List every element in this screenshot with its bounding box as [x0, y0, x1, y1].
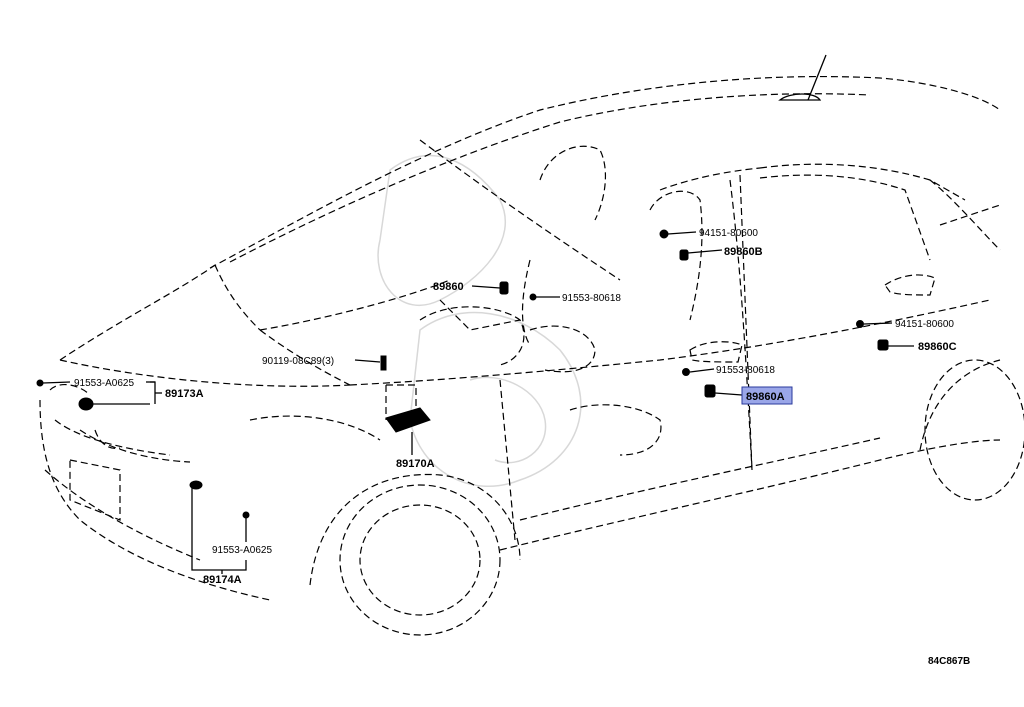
label-91553-A0625-b: 91553-A0625 [212, 545, 272, 556]
label-89860: 89860 [433, 281, 464, 293]
label-90119-08C89: 90119-08C89(3) [262, 356, 334, 367]
sensor-89173A-glyph [78, 397, 94, 411]
label-94151-80600-a: 94151-80600 [699, 228, 758, 239]
label-89860C: 89860C [918, 341, 957, 353]
leader-lines [42, 231, 914, 574]
label-89174A: 89174A [203, 574, 242, 586]
label-94151-80600-b: 94151-80600 [895, 319, 954, 330]
label-91553-A0625-a: 91553-A0625 [74, 378, 134, 389]
bolt-90119-glyph [380, 355, 387, 371]
bolt-91553-80618-a-glyph [529, 293, 537, 301]
sensor-89860A-glyph [704, 384, 716, 398]
bolt-91553-A0625-a-glyph [36, 379, 44, 387]
label-91553-80618-a: 91553-80618 [562, 293, 621, 304]
sensor-89860B-glyph [679, 249, 689, 261]
label-89860B: 89860B [724, 246, 763, 258]
part-labels: 89860 91553-80618 94151-80600 89860B 941… [74, 228, 970, 667]
label-89170A: 89170A [396, 458, 435, 470]
bolt-94151-80600-a-glyph [659, 229, 669, 239]
label-89860A: 89860A [746, 391, 785, 403]
part-markers [36, 229, 889, 519]
bolt-91553-A0625-b-glyph [242, 511, 250, 519]
watermark [377, 154, 582, 487]
figure-code: 84C867B [928, 656, 970, 667]
label-91553-80618-b: 91553-80618 [716, 365, 775, 376]
sensor-89860-glyph [499, 281, 509, 295]
bolt-94151-80600-b-glyph [856, 320, 864, 328]
sensor-89174A-glyph [189, 480, 203, 490]
bolt-91553-80618-b-glyph [682, 368, 690, 376]
module-89170A-glyph [385, 407, 431, 433]
sensor-89860C-glyph [877, 339, 889, 351]
label-89173A: 89173A [165, 388, 204, 400]
vehicle-outline [39, 54, 1024, 636]
highlight-89860A [741, 386, 793, 405]
